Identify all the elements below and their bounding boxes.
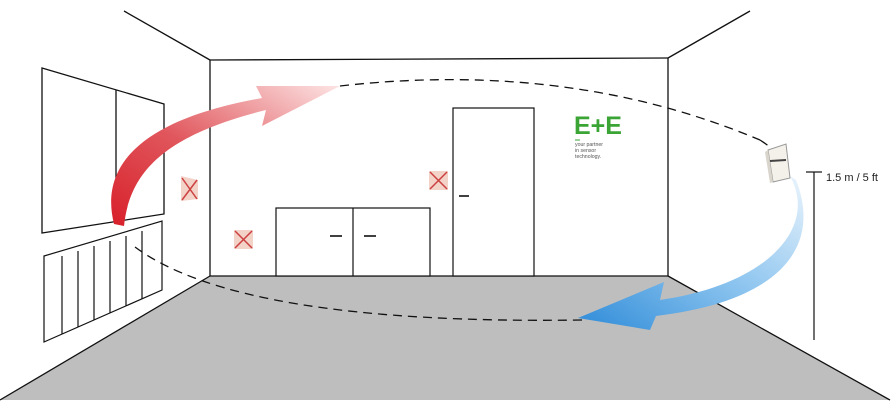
wall-sensor-icon (765, 143, 791, 183)
logo-text: E+E (574, 112, 622, 140)
warm-air-arrow (111, 86, 341, 226)
height-marker (806, 171, 822, 340)
radiator (43, 220, 163, 343)
tagline-line-1: your partner (575, 142, 603, 148)
cross-mark-icon (181, 176, 198, 201)
door (452, 107, 535, 277)
tagline-line-3: technology. (575, 154, 601, 160)
cool-air-arrow (578, 176, 804, 330)
cabinet (275, 207, 431, 277)
cross-mark-icon (234, 230, 253, 249)
brand-logo: E+E your partner in sensor technology. (574, 112, 622, 160)
tagline-line-2: in sensor (575, 148, 596, 154)
height-label: 1.5 m / 5 ft (826, 172, 878, 184)
cross-mark-icon (429, 171, 448, 190)
